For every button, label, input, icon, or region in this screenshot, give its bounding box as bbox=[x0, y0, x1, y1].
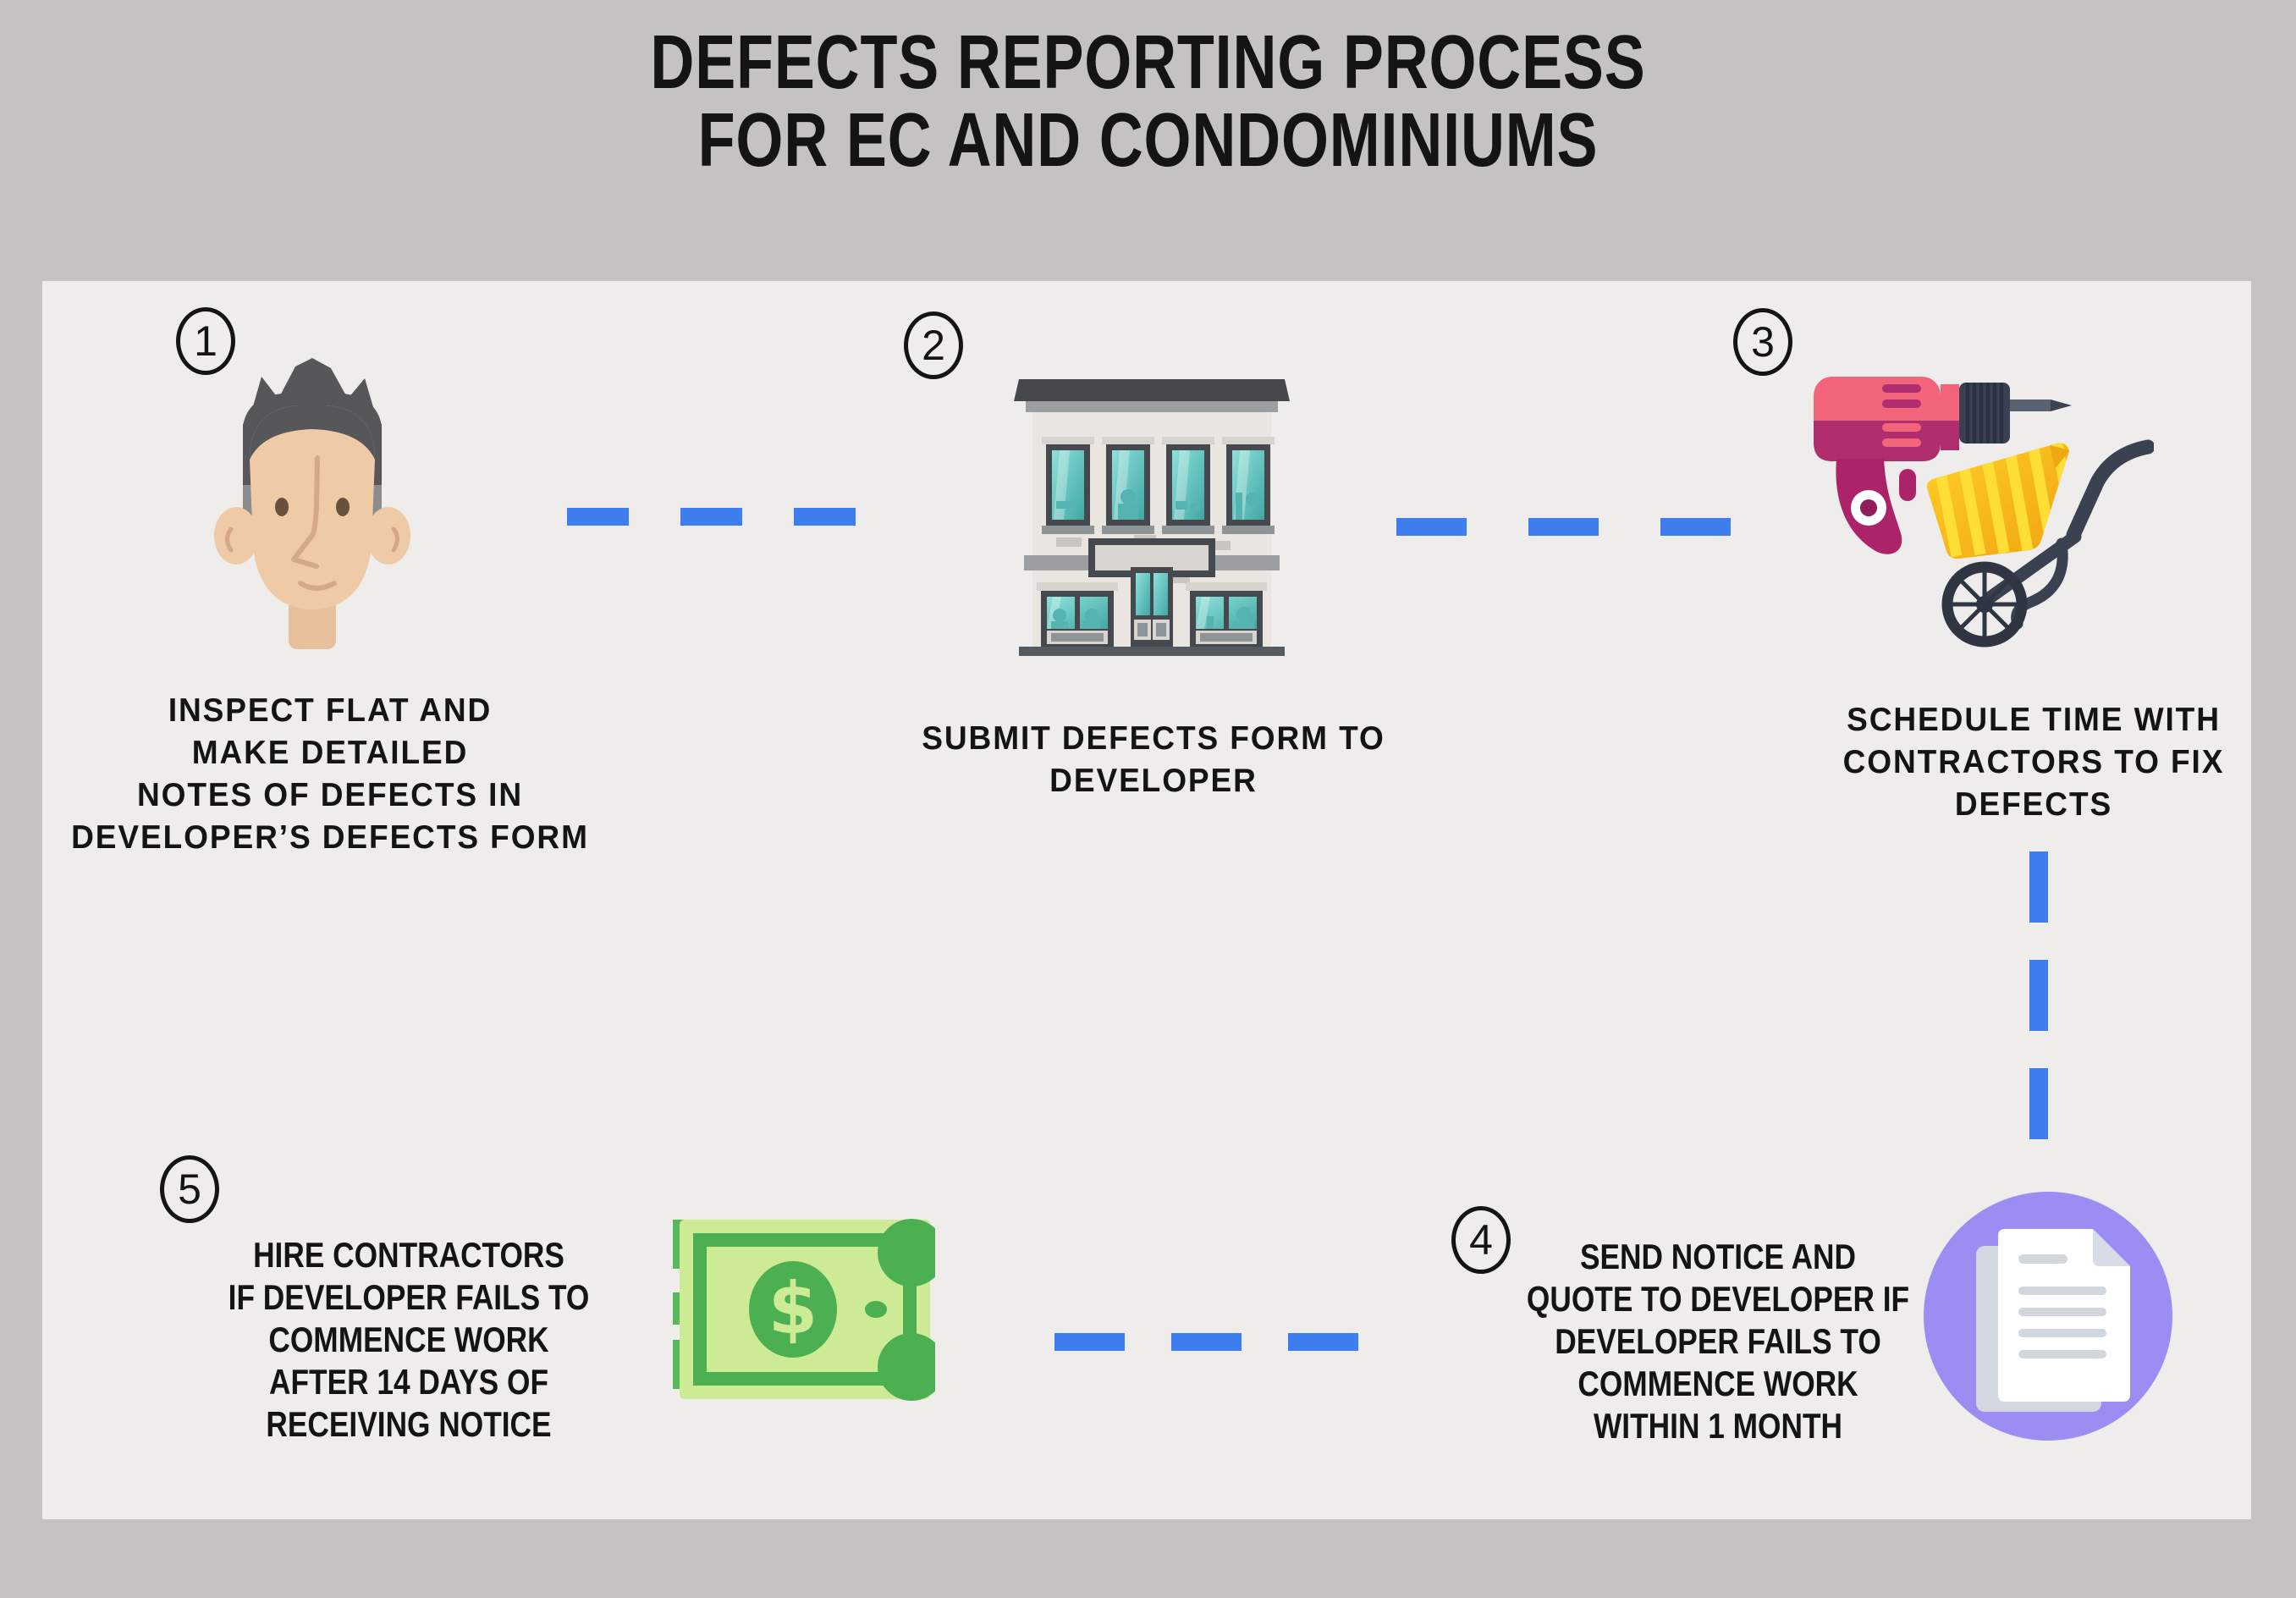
dash bbox=[1054, 1333, 1125, 1351]
step-1-number-badge: 1 bbox=[176, 307, 235, 375]
dashed-connector-step3-step4 bbox=[2029, 851, 2048, 1176]
title-line-1: DEFECTS REPORTING PROCESS bbox=[650, 20, 1646, 105]
building-icon bbox=[1014, 379, 1290, 656]
step-5-caption: HIRE CONTRACTORS IF DEVELOPER FAILS TO C… bbox=[228, 1235, 590, 1444]
step-4-caption: SEND NOTICE AND QUOTE TO DEVELOPER IF DE… bbox=[1526, 1237, 1910, 1446]
dash bbox=[1171, 1333, 1242, 1351]
money-icon: $ bbox=[673, 1219, 945, 1401]
dashed-connector-step2-step3 bbox=[1396, 518, 1792, 536]
page-title: DEFECTS REPORTING PROCESS FOR EC AND CON… bbox=[229, 24, 2066, 179]
drill-wheelbarrow-icon bbox=[1814, 377, 2156, 647]
step-5-icon-box: $ bbox=[673, 1215, 945, 1405]
step-5-number: 5 bbox=[178, 1165, 201, 1213]
man-face-icon bbox=[214, 358, 410, 649]
dash bbox=[2029, 1068, 2048, 1139]
dash bbox=[2029, 851, 2048, 923]
step-3-icon-box bbox=[1811, 374, 2156, 662]
dollar-sign: $ bbox=[768, 1267, 818, 1350]
step-2-caption: SUBMIT DEFECTS FORM TO DEVELOPER bbox=[922, 720, 1385, 799]
step-5-number-badge: 5 bbox=[160, 1155, 219, 1223]
dashed-connector-step4-step5 bbox=[1054, 1333, 1405, 1351]
step-2-icon-box bbox=[1007, 366, 1297, 656]
step-3-number-badge: 3 bbox=[1733, 308, 1792, 376]
step-2-number: 2 bbox=[922, 322, 945, 369]
step-3-caption: SCHEDULE TIME WITH CONTRACTORS TO FIX DE… bbox=[1842, 702, 2225, 823]
dash bbox=[2029, 960, 2048, 1031]
documents-icon bbox=[1976, 1229, 2130, 1412]
step-1-number: 1 bbox=[194, 317, 217, 365]
dash bbox=[1660, 518, 1731, 536]
step-4-number-badge: 4 bbox=[1451, 1206, 1511, 1274]
dashed-connector-step1-step2 bbox=[567, 508, 907, 526]
step-2-number-badge: 2 bbox=[904, 311, 963, 379]
content-panel: 1 INSPECT FLAT AND MAKE bbox=[42, 281, 2251, 1519]
dash bbox=[794, 508, 856, 526]
dash bbox=[1288, 1333, 1358, 1351]
dash bbox=[680, 508, 742, 526]
step-1-icon-box bbox=[214, 358, 410, 650]
title-line-2: FOR EC AND CONDOMINIUMS bbox=[697, 98, 1599, 183]
dash bbox=[567, 508, 629, 526]
step-1-caption: INSPECT FLAT AND MAKE DETAILED NOTES OF … bbox=[71, 692, 589, 856]
step-4-icon-box bbox=[1924, 1192, 2172, 1441]
step-4-number: 4 bbox=[1469, 1216, 1493, 1264]
step-3-number: 3 bbox=[1751, 318, 1775, 366]
dash bbox=[1528, 518, 1599, 536]
dash bbox=[1396, 518, 1467, 536]
